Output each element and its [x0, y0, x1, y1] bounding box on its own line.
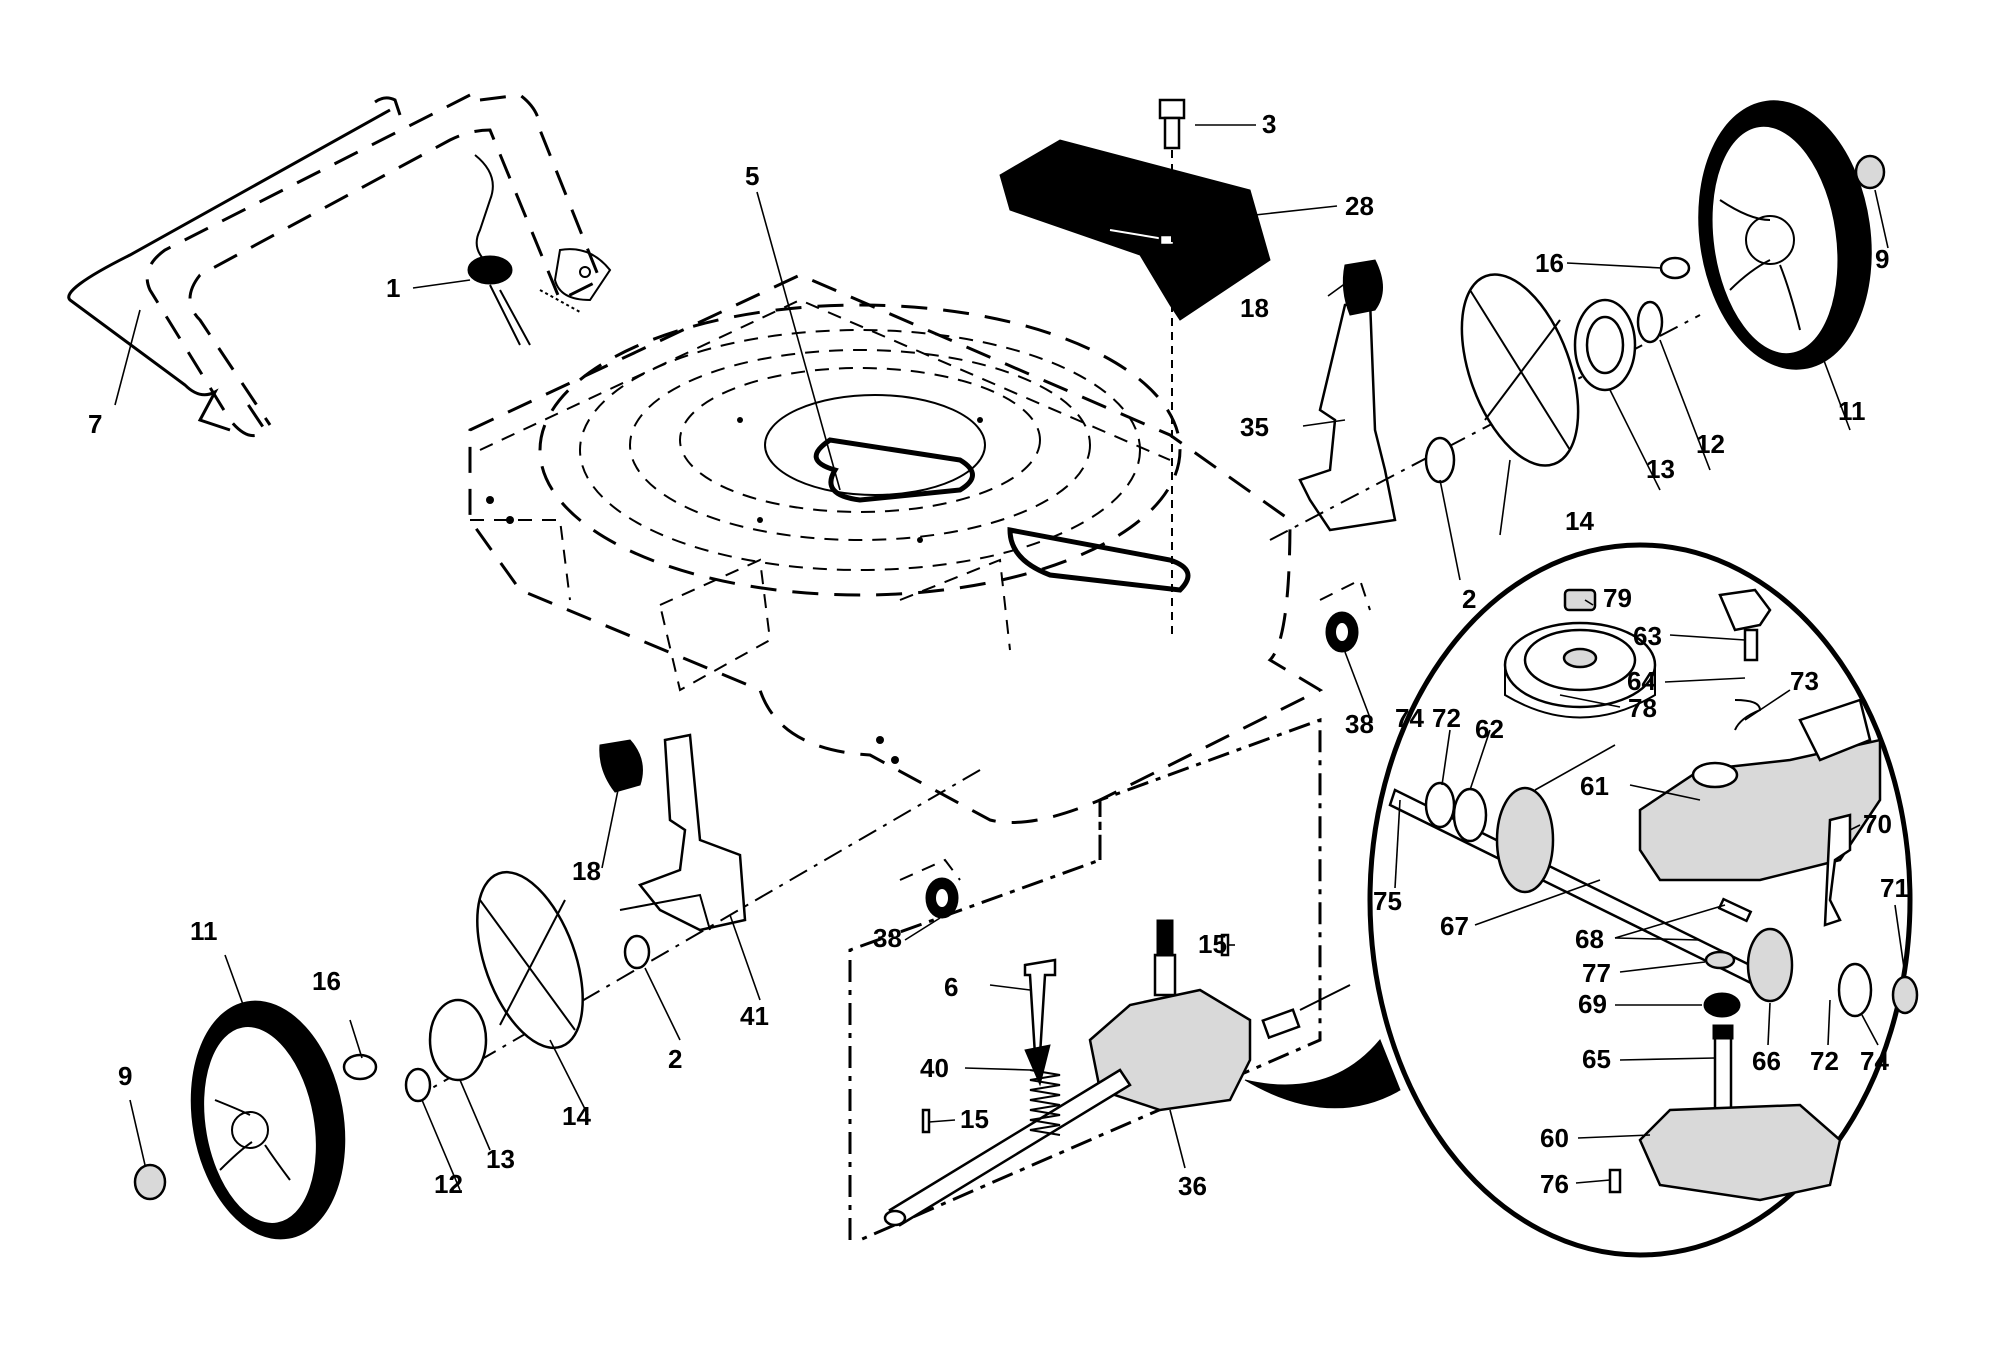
callout-labels: 1 2 2 3 5 6 7 9 9 11 11 12 12 13 13 14 1… — [88, 109, 1909, 1201]
callout-75: 75 — [1373, 886, 1402, 916]
callout-18-left: 18 — [572, 856, 601, 886]
callout-36: 36 — [1178, 1171, 1207, 1201]
callout-18-right: 18 — [1240, 293, 1269, 323]
callout-63: 63 — [1633, 621, 1662, 651]
callout-66: 66 — [1752, 1046, 1781, 1076]
callout-5: 5 — [745, 161, 759, 191]
transmission-assembly — [848, 717, 1351, 1242]
callout-73: 73 — [1790, 666, 1819, 696]
rear-baffle — [999, 139, 1271, 321]
callout-16-right: 16 — [1535, 248, 1564, 278]
callout-62: 62 — [1475, 714, 1504, 744]
callout-3: 3 — [1262, 109, 1276, 139]
callout-69: 69 — [1578, 989, 1607, 1019]
callout-28: 28 — [1345, 191, 1374, 221]
callout-12-right: 12 — [1696, 429, 1725, 459]
callout-60: 60 — [1540, 1123, 1569, 1153]
callout-65: 65 — [1582, 1044, 1611, 1074]
callout-9-left: 9 — [118, 1061, 132, 1091]
callout-13-right: 13 — [1646, 454, 1675, 484]
callout-68: 68 — [1575, 924, 1604, 954]
callout-15-lower: 15 — [960, 1104, 989, 1134]
handle-assembly — [67, 93, 612, 438]
callout-78: 78 — [1628, 693, 1657, 723]
transmission-detail-bubble — [1244, 542, 1919, 1258]
callout-9-right: 9 — [1875, 244, 1889, 274]
callout-74-upper: 74 — [1395, 703, 1424, 733]
callout-76: 76 — [1540, 1169, 1569, 1199]
callout-70: 70 — [1863, 809, 1892, 839]
callout-77: 77 — [1582, 958, 1611, 988]
right-wheel-assembly — [1269, 100, 1886, 653]
callout-74-lower: 74 — [1860, 1046, 1889, 1076]
callout-79: 79 — [1603, 583, 1632, 613]
callout-11-left: 11 — [190, 916, 218, 946]
callout-67: 67 — [1440, 911, 1469, 941]
callout-1: 1 — [386, 273, 400, 303]
callout-16-left: 16 — [312, 966, 341, 996]
callout-7: 7 — [88, 409, 102, 439]
callout-72-upper: 72 — [1432, 703, 1461, 733]
callout-61: 61 — [1580, 771, 1609, 801]
leader-lines — [114, 124, 1906, 1191]
callout-64: 64 — [1627, 666, 1656, 696]
callout-71: 71 — [1880, 873, 1909, 903]
callout-6: 6 — [944, 972, 958, 1002]
callout-38-right: 38 — [1345, 709, 1374, 739]
mower-deck — [468, 273, 1324, 824]
bolt — [1158, 98, 1186, 640]
callout-35: 35 — [1240, 412, 1269, 442]
callout-38-left: 38 — [873, 923, 902, 953]
callout-11-right: 11 — [1838, 396, 1866, 426]
callout-15-upper: 15 — [1198, 929, 1227, 959]
callout-41: 41 — [740, 1001, 769, 1031]
callout-2-left: 2 — [668, 1044, 682, 1074]
left-wheel-assembly — [133, 733, 981, 1240]
callout-12-left: 12 — [434, 1169, 463, 1199]
callout-14-right: 14 — [1565, 506, 1594, 536]
callout-72-lower: 72 — [1810, 1046, 1839, 1076]
drive-belt — [764, 394, 1191, 593]
callout-40: 40 — [920, 1053, 949, 1083]
callout-2-right: 2 — [1462, 584, 1476, 614]
callout-13-left: 13 — [486, 1144, 515, 1174]
callout-14-left: 14 — [562, 1101, 591, 1131]
